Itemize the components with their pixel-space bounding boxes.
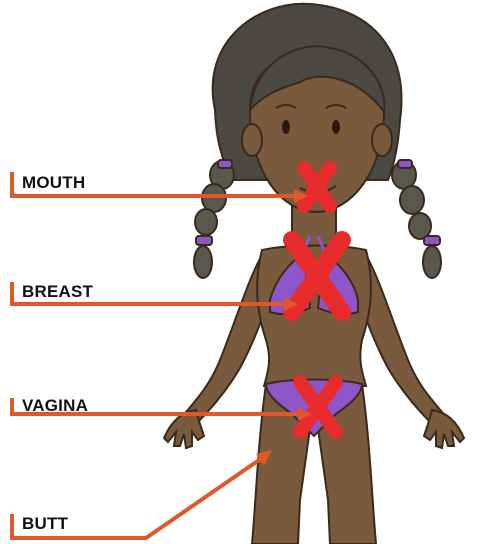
hand-right: [424, 410, 464, 448]
label-breast: BREAST: [22, 282, 93, 302]
label-butt: BUTT: [22, 514, 68, 534]
hair-tie-right: [424, 236, 440, 245]
label-vagina: VAGINA: [22, 396, 88, 416]
braid-left: [194, 161, 234, 278]
braid-right: [392, 161, 441, 278]
hair-tie-left: [196, 236, 212, 245]
label-mouth: MOUTH: [22, 173, 85, 193]
eye-right: [332, 120, 340, 134]
eye-left: [282, 120, 290, 134]
